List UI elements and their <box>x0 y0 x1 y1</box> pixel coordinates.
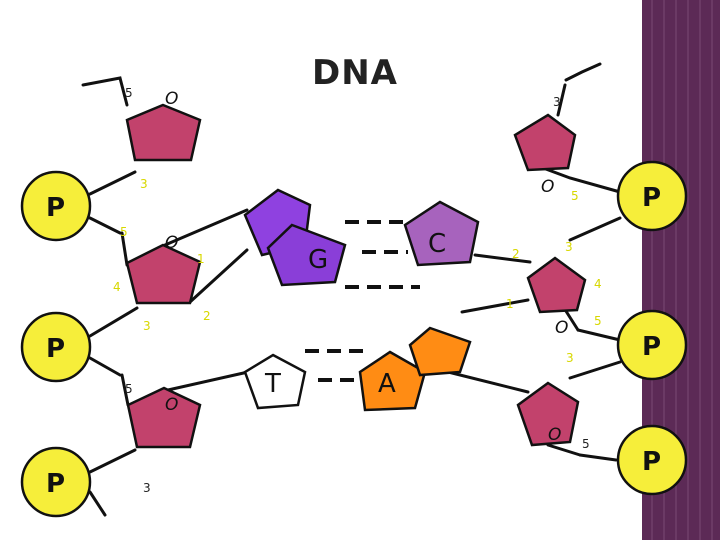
carbon-5-left-1: 5 <box>125 86 133 100</box>
phosphate-right-1 <box>616 160 688 232</box>
base-adenine-ring-5 <box>408 326 472 377</box>
sugar-left-2 <box>125 243 202 305</box>
base-cytosine <box>403 200 480 267</box>
carbon-3-right-3: 3 <box>566 351 574 365</box>
carbon-5-left-2: 5 <box>120 225 128 239</box>
phosphate-label-left-3: P <box>46 469 65 499</box>
carbon-2-left-2: 2 <box>203 309 211 323</box>
bases <box>243 188 480 412</box>
phosphate-label-left-2: P <box>46 334 65 364</box>
phosphate-left-3 <box>20 446 92 518</box>
carbon-5-right-3: 5 <box>582 437 590 451</box>
carbon-5-right-2: 5 <box>594 314 602 328</box>
carbon-2-right-2: 2 <box>512 247 520 261</box>
carbon-1-right-2: 1 <box>506 297 514 311</box>
phosphate-label-right-2: P <box>642 332 661 362</box>
oxygen-label-left-3: O <box>165 395 178 415</box>
carbon-4-left-2: 4 <box>113 280 121 294</box>
phosphate-right-3 <box>616 424 688 496</box>
carbon-1-left-2: 1 <box>197 252 205 266</box>
base-label-c: C <box>428 229 446 259</box>
carbon-3-right-1: 3 <box>553 95 561 109</box>
oxygen-label-left-2: O <box>165 233 178 253</box>
sugar-right-2 <box>526 256 587 314</box>
carbon-4-right-2: 4 <box>594 277 602 291</box>
phosphate-left-2 <box>20 311 92 383</box>
backbone-lines <box>81 62 622 517</box>
carbon-3-left-2: 3 <box>143 319 151 333</box>
sugar-left-1 <box>125 103 202 162</box>
carbon-5-right-1: 5 <box>571 189 579 203</box>
oxygen-label-left-1: O <box>165 89 178 109</box>
base-label-g: G <box>308 245 328 275</box>
carbon-5-left-3: 5 <box>125 382 133 396</box>
oxygen-label-right-3: O <box>548 425 561 445</box>
oxygen-label-right-1: O <box>541 177 554 197</box>
right-sugars <box>513 113 587 447</box>
carbon-3-left-1: 3 <box>140 177 148 191</box>
base-thymine <box>243 353 307 410</box>
diagram-title: DNA <box>312 53 398 93</box>
sugar-left-3 <box>126 386 202 449</box>
base-label-a: A <box>378 369 396 399</box>
sugar-right-1 <box>513 113 577 172</box>
left-sugars <box>125 103 202 449</box>
base-label-t: T <box>264 369 281 399</box>
side-band-grid <box>651 0 713 540</box>
phosphate-left-1 <box>20 170 92 242</box>
phosphates <box>20 160 688 518</box>
phosphate-label-right-3: P <box>642 447 661 477</box>
hydrogen-bonds <box>305 220 420 382</box>
phosphate-label-right-1: P <box>642 183 661 213</box>
oxygen-label-right-2: O <box>555 318 568 338</box>
base-guanine-ring-6 <box>266 223 347 287</box>
phosphate-label-left-1: P <box>46 193 65 223</box>
phosphate-right-2 <box>616 309 688 381</box>
carbon-3-right-2: 3 <box>565 240 573 254</box>
sugar-right-3 <box>516 381 580 447</box>
carbon-3-left-3: 3 <box>143 481 151 495</box>
